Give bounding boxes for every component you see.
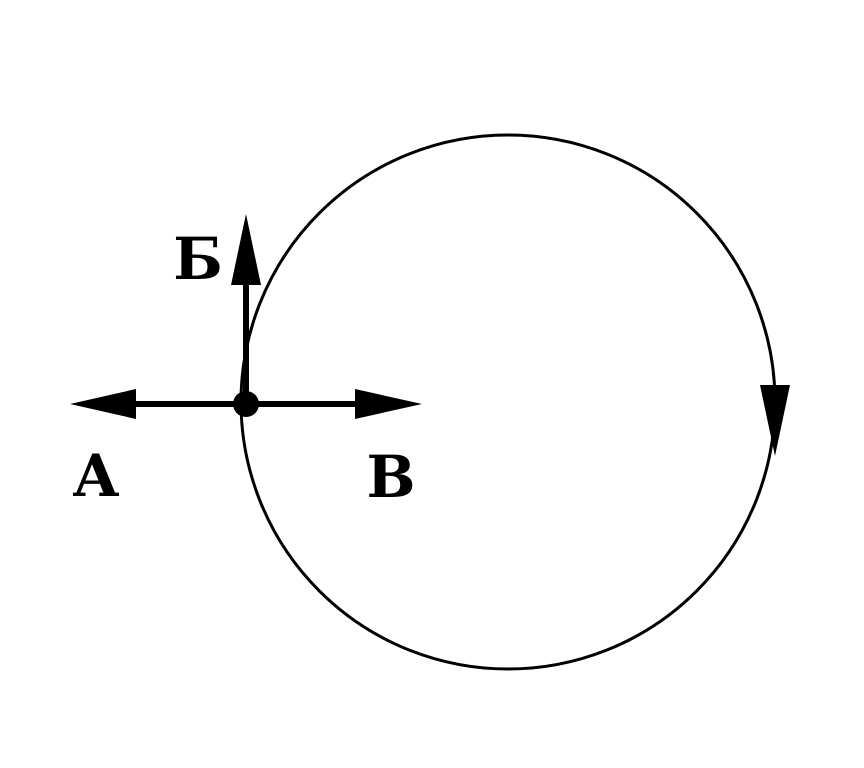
label-b: Б [173, 225, 223, 293]
arrow-a [70, 389, 246, 419]
arrow-b [231, 214, 261, 404]
label-v: В [366, 443, 415, 511]
label-a: А [72, 442, 119, 510]
body-point [233, 391, 259, 417]
arrow-v [246, 389, 422, 419]
motion-direction-arrowhead [760, 385, 790, 456]
